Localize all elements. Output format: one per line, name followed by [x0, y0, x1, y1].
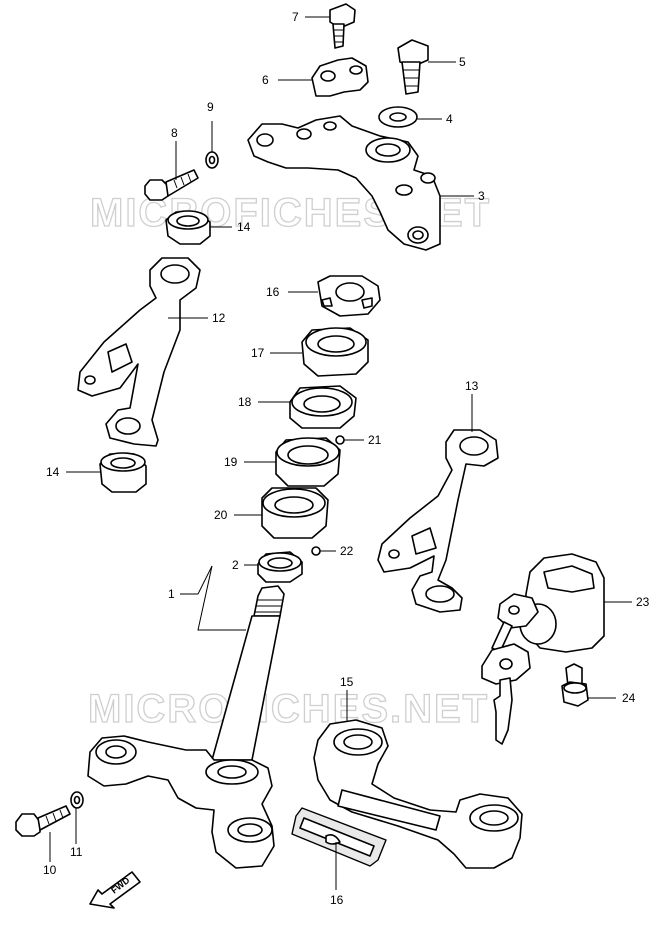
callout-3: 3	[478, 189, 485, 203]
part-2-seal	[257, 551, 303, 583]
part-14-bushing-lower	[99, 452, 147, 493]
part-25-screw	[561, 663, 589, 707]
callout-17: 16	[266, 285, 280, 299]
callout-9: 9	[207, 100, 214, 114]
callout-1: 1	[168, 587, 175, 601]
callout-2: 2	[232, 558, 239, 572]
part-7-bolt	[329, 3, 356, 49]
part-8-bolt	[144, 169, 199, 201]
callout-14-upper: 14	[237, 220, 251, 234]
part-24-ignition-lock	[481, 553, 605, 745]
callout-15: 15	[340, 675, 354, 689]
part-17-nut	[317, 275, 381, 317]
callout-12: 12	[212, 311, 226, 325]
part-23-ball	[311, 546, 321, 556]
part-16-emblem	[291, 807, 387, 867]
part-19-race	[289, 385, 357, 429]
part-18-dust-seal	[301, 327, 369, 377]
callout-5: 5	[459, 55, 466, 69]
callout-19: 18	[238, 395, 252, 409]
part-15-bracket	[313, 719, 523, 869]
callout-4: 4	[446, 112, 453, 126]
callout-7: 7	[292, 10, 299, 24]
part-10-bolt	[15, 805, 71, 837]
callout-25: 24	[622, 691, 636, 705]
leader-lines	[49, 16, 632, 890]
callout-24: 23	[636, 595, 650, 609]
part-3-upper-bracket	[247, 115, 441, 251]
callout-6: 6	[262, 73, 269, 87]
callout-labels: 7 6 5 4 3 8 9 14 12 14 16 17 18 21 19 20…	[43, 10, 650, 907]
callout-18: 17	[251, 346, 265, 360]
part-20-bearing	[275, 437, 341, 487]
part-13-bracket-plate	[377, 429, 499, 613]
part-21-race-lower	[261, 487, 329, 539]
callout-16: 16	[330, 893, 344, 907]
callout-20: 19	[224, 455, 238, 469]
part-9-washer	[205, 151, 219, 169]
callout-8: 8	[171, 126, 178, 140]
part-14-bushing-upper	[165, 210, 211, 245]
part-6-clamp	[311, 57, 369, 97]
watermark-bottom: MICROFICHES.NET	[88, 687, 489, 731]
part-11-washer	[70, 791, 84, 809]
callout-21: 20	[214, 508, 228, 522]
part-5-bolt	[397, 39, 429, 95]
callout-22: 21	[368, 433, 382, 447]
part-12-bracket-plate	[77, 257, 201, 447]
part-22-ball	[335, 435, 345, 445]
callout-13: 13	[465, 379, 479, 393]
callout-14-lower: 14	[46, 465, 60, 479]
fwd-arrow-icon: FWD	[89, 871, 141, 909]
part-4-washer	[378, 106, 418, 128]
callout-11: 11	[70, 845, 83, 859]
callout-10: 10	[43, 863, 57, 877]
callout-23: 22	[340, 544, 354, 558]
part-1-steering-stem	[87, 585, 285, 869]
